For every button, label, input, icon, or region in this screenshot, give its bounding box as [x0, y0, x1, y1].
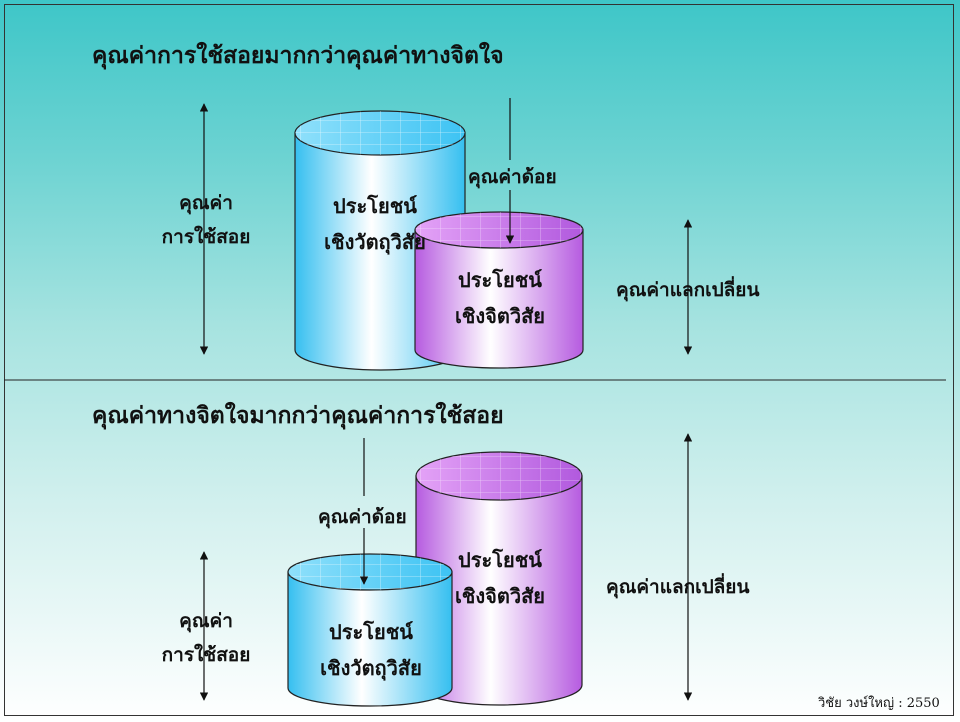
mental-benefit-label-top-line2: เชิงจิตวิสัย [454, 304, 546, 328]
use-value-label-top: คุณค่า การใช้สอย [140, 186, 272, 254]
use-value-label-bottom-line1: คุณค่า [179, 610, 233, 632]
exchange-value-label-top: คุณค่าแลกเปลี่ยน [616, 279, 760, 301]
exchange-value-label-bottom: คุณค่าแลกเปลี่ยน [606, 576, 750, 598]
use-value-label-top-line2: การใช้สอย [161, 226, 251, 248]
top-section-title: คุณค่าการใช้สอยมากกว่าคุณค่าทางจิตใจ [92, 42, 504, 69]
material-benefit-cylinder-bottom [287, 553, 453, 707]
mental-benefit-label-bottom-line1: ประโยชน์ [458, 548, 542, 572]
mental-benefit-label-top-line1: ประโยชน์ [458, 268, 542, 292]
bottom-section-title: คุณค่าทางจิตใจมากกว่าคุณค่าการใช้สอย [92, 402, 504, 429]
mental-benefit-label-top: ประโยชน์ เชิงจิตวิสัย [430, 262, 570, 334]
mental-benefit-label-bottom-line2: เชิงจิตวิสัย [454, 584, 546, 608]
use-value-label-bottom: คุณค่า การใช้สอย [140, 604, 272, 672]
material-benefit-label-top-line1: ประโยชน์ [333, 194, 417, 218]
mental-benefit-label-bottom: ประโยชน์ เชิงจิตวิสัย [430, 542, 570, 614]
lesser-value-label-top: คุณค่าด้อย [468, 166, 557, 188]
material-benefit-label-top: ประโยชน์ เชิงวัตถุวิสัย [300, 188, 450, 260]
slide-frame [4, 4, 954, 716]
material-benefit-label-bottom-line2: เชิงวัตถุวิสัย [320, 656, 422, 680]
author-footer: วิชัย วงษ์ใหญ่ : 2550 [818, 696, 940, 711]
use-value-label-bottom-line2: การใช้สอย [161, 644, 251, 666]
material-benefit-label-bottom: ประโยชน์ เชิงวัตถุวิสัย [296, 614, 446, 686]
material-benefit-label-top-line2: เชิงวัตถุวิสัย [324, 230, 426, 254]
material-benefit-label-bottom-line1: ประโยชน์ [329, 620, 413, 644]
lesser-value-label-bottom: คุณค่าด้อย [318, 506, 407, 528]
mental-benefit-cylinder-top [414, 211, 584, 369]
use-value-label-top-line1: คุณค่า [179, 192, 233, 214]
